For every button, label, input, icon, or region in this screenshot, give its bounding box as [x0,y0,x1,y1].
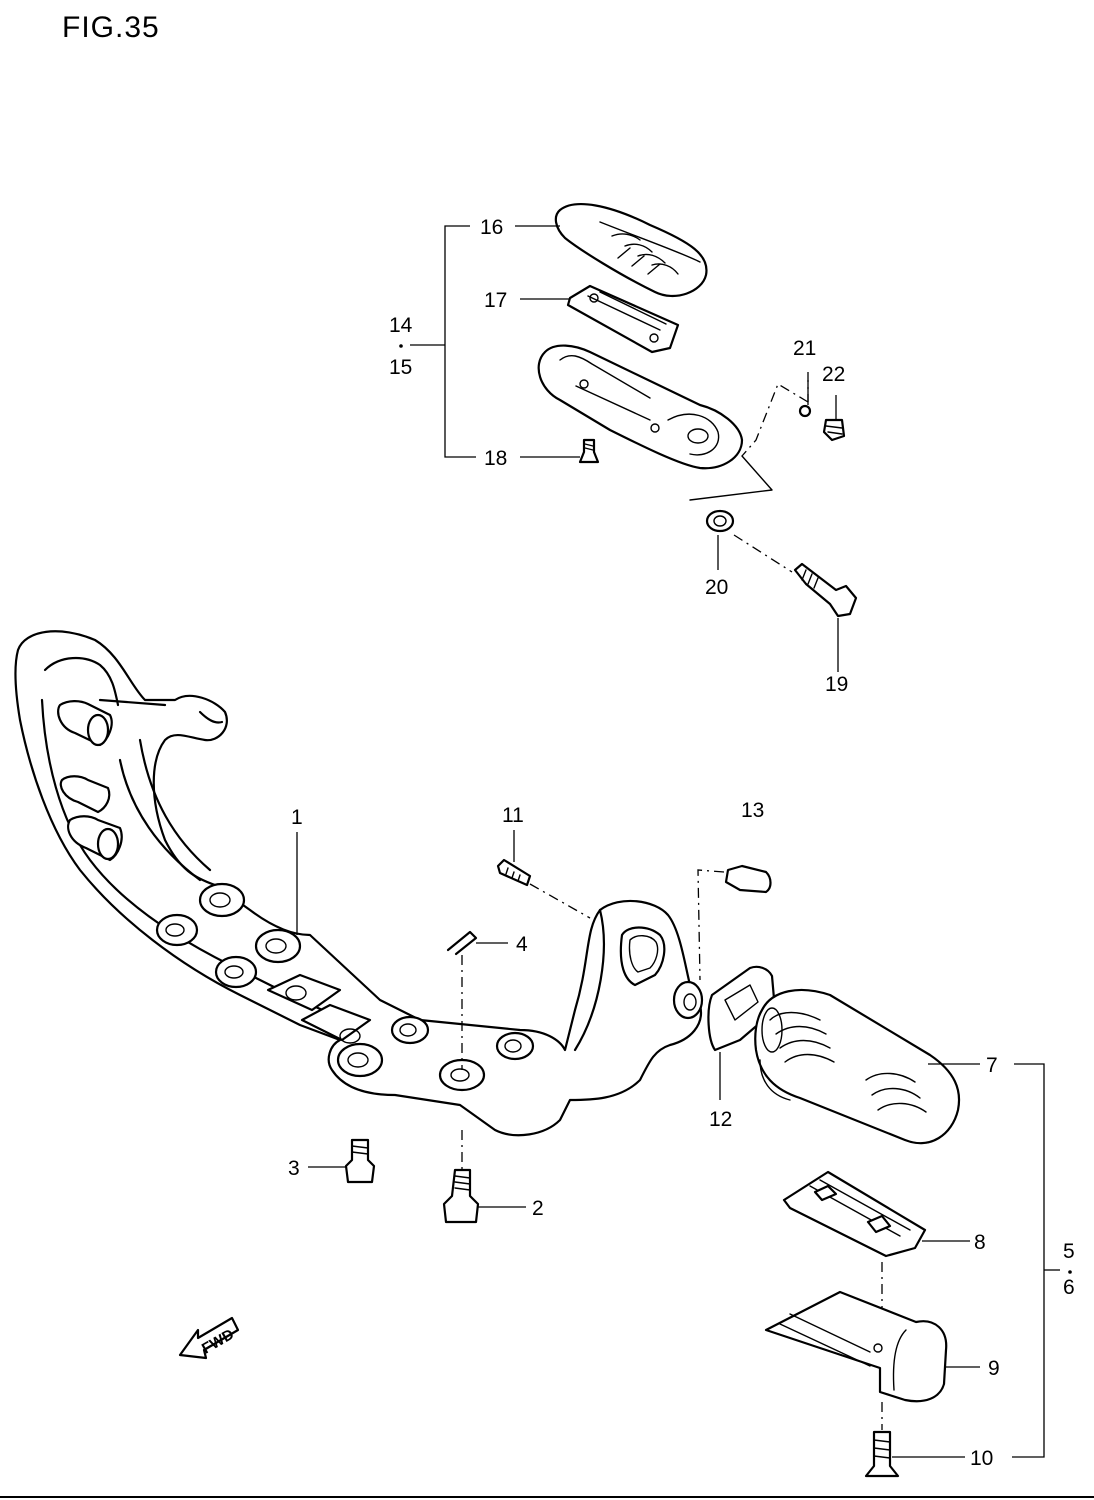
callout-22: 22 [822,363,845,386]
callout-18: 18 [484,447,507,470]
part-13-pin [724,864,772,894]
callout-11: 11 [502,804,524,827]
fwd-arrow-icon: FWD [178,1316,240,1360]
part-8-plate [782,1170,927,1258]
part-2-bolt [442,1168,480,1224]
part-4-cotter-pin [446,930,478,956]
figure-title: FIG.35 [62,11,160,44]
part-11-bolt [496,858,532,887]
part-9-footrest [764,1290,948,1403]
group-bracket-14-15 [444,225,476,458]
callout-8: 8 [974,1231,986,1254]
group-bracket-5-6 [1012,1063,1045,1458]
part-10-screw [864,1430,900,1478]
part-20-washer [705,509,735,533]
callout-6: 6 [1063,1276,1075,1299]
callout-5: 5 [1063,1240,1075,1263]
callout-16: 16 [480,216,503,239]
part-3-bolt [344,1138,376,1184]
part-14-15-footrest-bracket [537,344,744,470]
callout-17: 17 [484,289,507,312]
separator-dot-14-15 [399,344,403,348]
part-16-footrest-rubber [554,203,708,297]
callout-10: 10 [970,1447,993,1470]
callout-14: 14 [389,314,413,337]
callout-3: 3 [288,1157,300,1180]
part-17-plate [566,284,680,354]
callout-2: 2 [532,1197,544,1220]
part-7-footrest-rubber [754,988,961,1145]
part-21-nut [798,404,812,418]
part-18-screw [578,438,600,464]
callout-21: 21 [793,337,816,360]
callout-15: 15 [389,356,412,379]
part-22-spring [822,418,846,442]
callout-7: 7 [986,1054,998,1077]
callout-4: 4 [516,933,528,956]
callout-1: 1 [291,806,303,829]
callout-9: 9 [988,1357,1000,1380]
callout-19: 19 [825,673,848,696]
part-1-footrest-bracket [14,630,704,1137]
callout-13: 13 [741,799,764,822]
part-19-bolt [793,562,858,618]
callout-20: 20 [705,576,728,599]
separator-dot-5-6 [1068,1270,1072,1274]
callout-12: 12 [709,1108,732,1131]
